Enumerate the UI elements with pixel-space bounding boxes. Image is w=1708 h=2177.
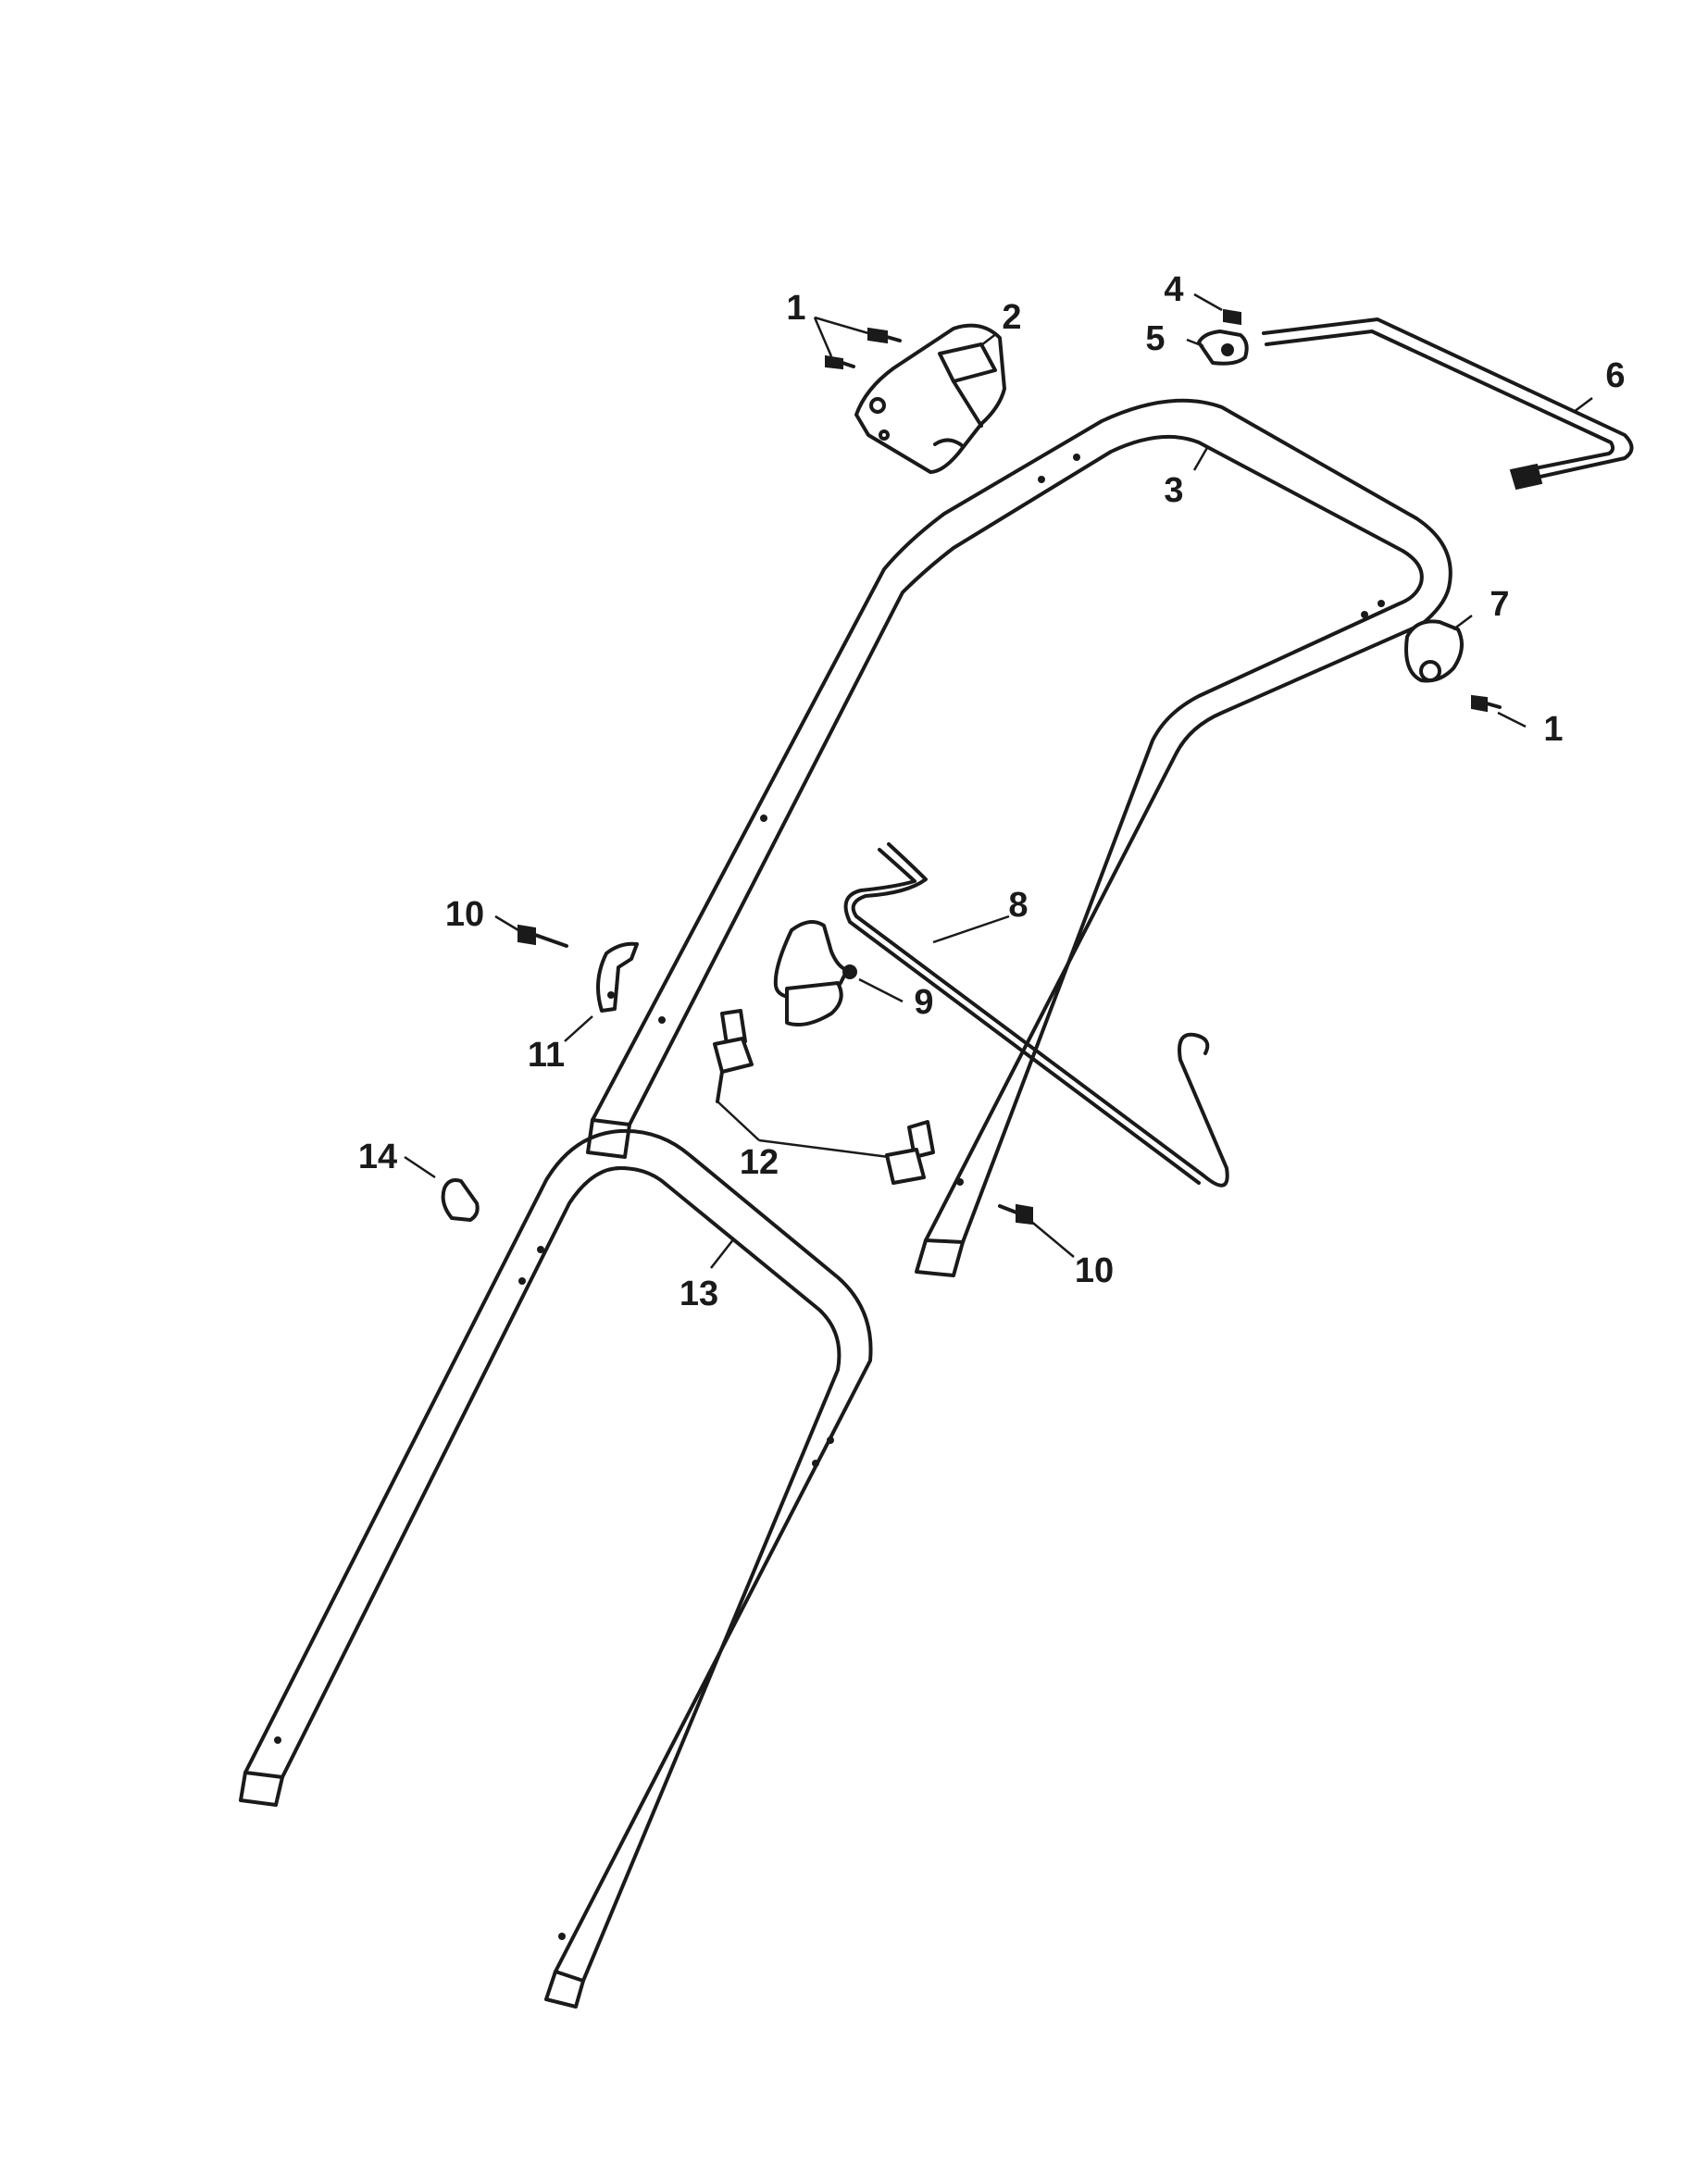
callout-5: 5	[1145, 319, 1165, 358]
callout-11: 11	[528, 1036, 565, 1075]
rod-clip	[1197, 330, 1249, 366]
callout-1-top: 1	[786, 289, 805, 328]
wing-knob-left	[713, 1009, 754, 1103]
callout-12: 12	[740, 1143, 779, 1182]
bolt-left	[517, 924, 568, 948]
screw-4	[1223, 308, 1241, 326]
callout-14: 14	[358, 1138, 397, 1176]
screw-right	[1471, 694, 1502, 713]
switch-housing	[854, 323, 1006, 474]
callout-10-right: 10	[1075, 1251, 1114, 1290]
callout-9: 9	[914, 983, 933, 1022]
callout-6: 6	[1605, 356, 1625, 395]
callout-2: 2	[1002, 298, 1021, 337]
callout-7: 7	[1490, 585, 1509, 624]
callout-13: 13	[679, 1275, 718, 1313]
wing-knob-right	[885, 1120, 935, 1185]
callout-1-right: 1	[1543, 710, 1563, 749]
pivot-bushing	[1404, 619, 1464, 683]
tube-plug	[441, 1178, 480, 1222]
callout-3: 3	[1164, 471, 1183, 510]
callout-4: 4	[1164, 270, 1183, 309]
lower-handle	[239, 1128, 873, 2009]
screw-pair-top	[825, 327, 902, 370]
cable-guide	[773, 920, 857, 1026]
bolt-right	[998, 1203, 1033, 1225]
control-rod	[1262, 317, 1634, 491]
callout-10-left: 10	[445, 895, 484, 934]
upper-handle	[586, 398, 1452, 1277]
bracket-left	[596, 941, 639, 1013]
wire-bail	[843, 842, 1229, 1188]
callout-8: 8	[1008, 886, 1028, 925]
callout-labels: 1 2 4 5 6 3 7 1 8 10 9 11 12 14 10 13	[358, 270, 1626, 1313]
leader-lines	[404, 292, 1593, 1269]
